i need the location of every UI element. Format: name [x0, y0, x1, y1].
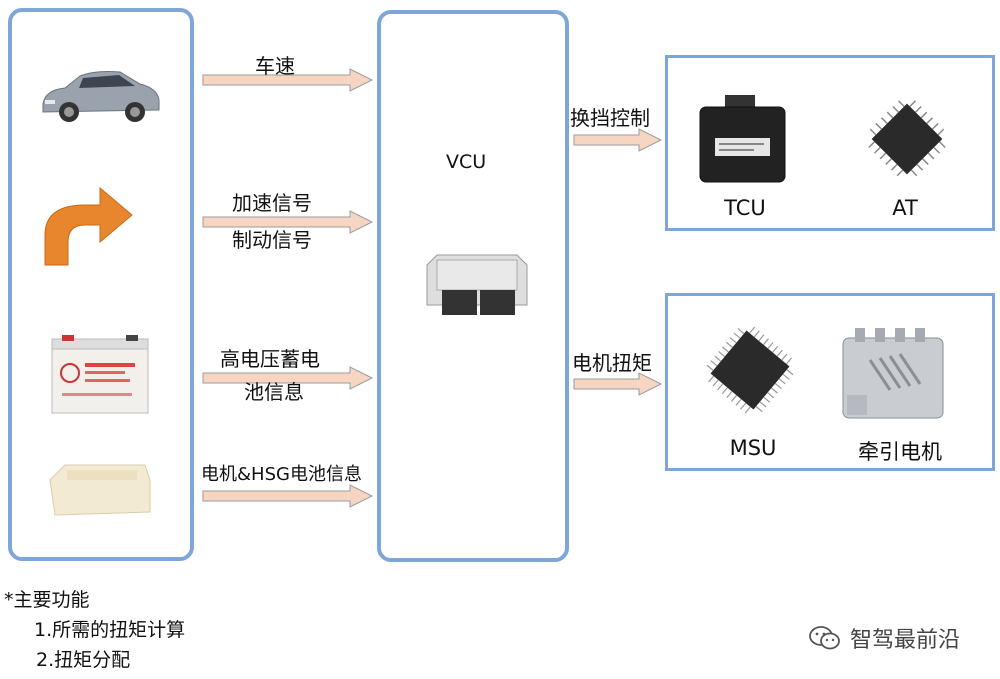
msu-chip-image — [706, 326, 794, 414]
arrow-hv-battery — [202, 366, 374, 390]
at-chip-image — [868, 100, 946, 177]
label-speed: 车速 — [255, 54, 295, 78]
label-torque: 电机扭矩 — [572, 351, 652, 375]
caption-traction-motor: 牵引电机 — [858, 440, 942, 464]
notes-item-1: 1.所需的扭矩计算 — [34, 619, 186, 641]
label-shift: 换挡控制 — [570, 106, 650, 130]
vcu-label: VCU — [446, 151, 487, 173]
label-hv-battery-2: 池信息 — [244, 380, 304, 404]
caption-at: AT — [892, 196, 918, 220]
watermark-text: 智驾最前沿 — [850, 628, 961, 653]
notes-title: *主要功能 — [4, 589, 90, 611]
wechat-icon — [809, 626, 840, 650]
label-motor-hsg: 电机&HSG电池信息 — [201, 464, 362, 485]
caption-tcu: TCU — [724, 196, 766, 220]
label-brake: 制动信号 — [232, 228, 312, 252]
arrow-speed — [202, 68, 374, 92]
notes-item-2: 2.扭矩分配 — [36, 649, 131, 671]
connector-image — [49, 464, 151, 516]
main-functions-notes: *主要功能 1.所需的扭矩计算 2.扭矩分配 — [4, 585, 185, 675]
car-image — [42, 71, 160, 122]
vcu-unit-image — [426, 254, 528, 315]
tcu-module-image — [699, 95, 786, 183]
curved-arrow-icon — [44, 186, 133, 266]
arrow-motor-hsg — [202, 484, 374, 508]
label-accel: 加速信号 — [232, 191, 312, 215]
arrow-shift — [573, 128, 663, 152]
caption-msu: MSU — [729, 436, 777, 460]
watermark: 智驾最前沿 — [808, 622, 960, 654]
traction-motor-image — [842, 328, 944, 419]
arrow-accel-brake — [202, 210, 374, 234]
battery-image — [51, 335, 149, 414]
arrow-torque — [573, 372, 663, 396]
label-hv-battery-1: 高电压蓄电 — [220, 347, 320, 371]
